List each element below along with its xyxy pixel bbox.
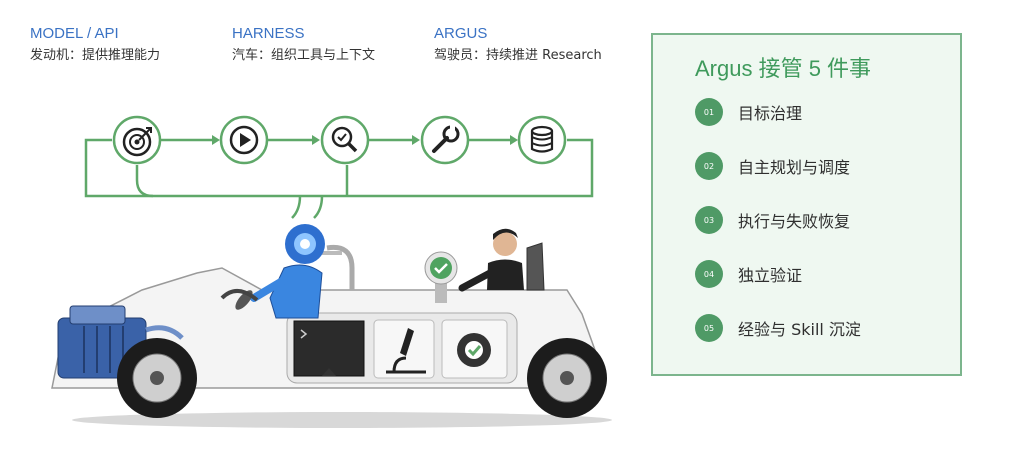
search-icon [320, 115, 370, 165]
checkmark-monitor [424, 251, 458, 303]
target-icon [112, 115, 162, 165]
step-item: 03 执行与失败恢复 [695, 205, 850, 235]
argus-tasks-panel: Argus 接管 5 件事 01 目标治理 02 自主规划与调度 03 执行与失… [651, 33, 962, 376]
header-model-api-title: MODEL / API [30, 25, 119, 42]
header-harness-subtitle: 汽车：组织工具与上下文 [232, 48, 376, 63]
step-item: 01 目标治理 [695, 97, 802, 127]
step-number-badge: 03 [695, 206, 723, 234]
header-argus-title: ARGUS [434, 25, 488, 42]
wrench-icon [420, 115, 470, 165]
step-item: 04 独立验证 [695, 259, 802, 289]
human-driver [458, 228, 545, 292]
step-number-badge: 04 [695, 260, 723, 288]
header-model-api-subtitle: 发动机：提供推理能力 [30, 48, 161, 63]
database-icon [517, 115, 567, 165]
step-number-badge: 05 [695, 314, 723, 342]
step-item: 02 自主规划与调度 [695, 151, 850, 181]
header-argus-subtitle: 驾驶员：持续推进 Research [434, 48, 602, 63]
robot-driver [220, 224, 325, 319]
step-item: 05 经验与 Skill 沉淀 [695, 313, 861, 343]
step-number-badge: 02 [695, 152, 723, 180]
header-harness-title: HARNESS [232, 25, 305, 42]
step-label: 独立验证 [738, 266, 803, 285]
header-harness: HARNESS 汽车：组织工具与上下文 [232, 24, 375, 65]
car-body [51, 244, 601, 389]
play-icon [219, 115, 269, 165]
front-wheel [527, 338, 607, 418]
step-number-badge: 01 [695, 98, 723, 126]
header-model-api: MODEL / API 发动机：提供推理能力 [30, 24, 160, 65]
step-label: 经验与 Skill 沉淀 [738, 320, 861, 339]
car-illustration [51, 115, 612, 428]
step-label: 自主规划与调度 [738, 158, 851, 177]
header-argus: ARGUS 驾驶员：持续推进 Research [434, 24, 602, 65]
step-label: 目标治理 [738, 104, 803, 123]
rear-wheel [117, 338, 197, 418]
step-label: 执行与失败恢复 [738, 212, 851, 231]
panel-title: Argus 接管 5 件事 [695, 56, 872, 81]
